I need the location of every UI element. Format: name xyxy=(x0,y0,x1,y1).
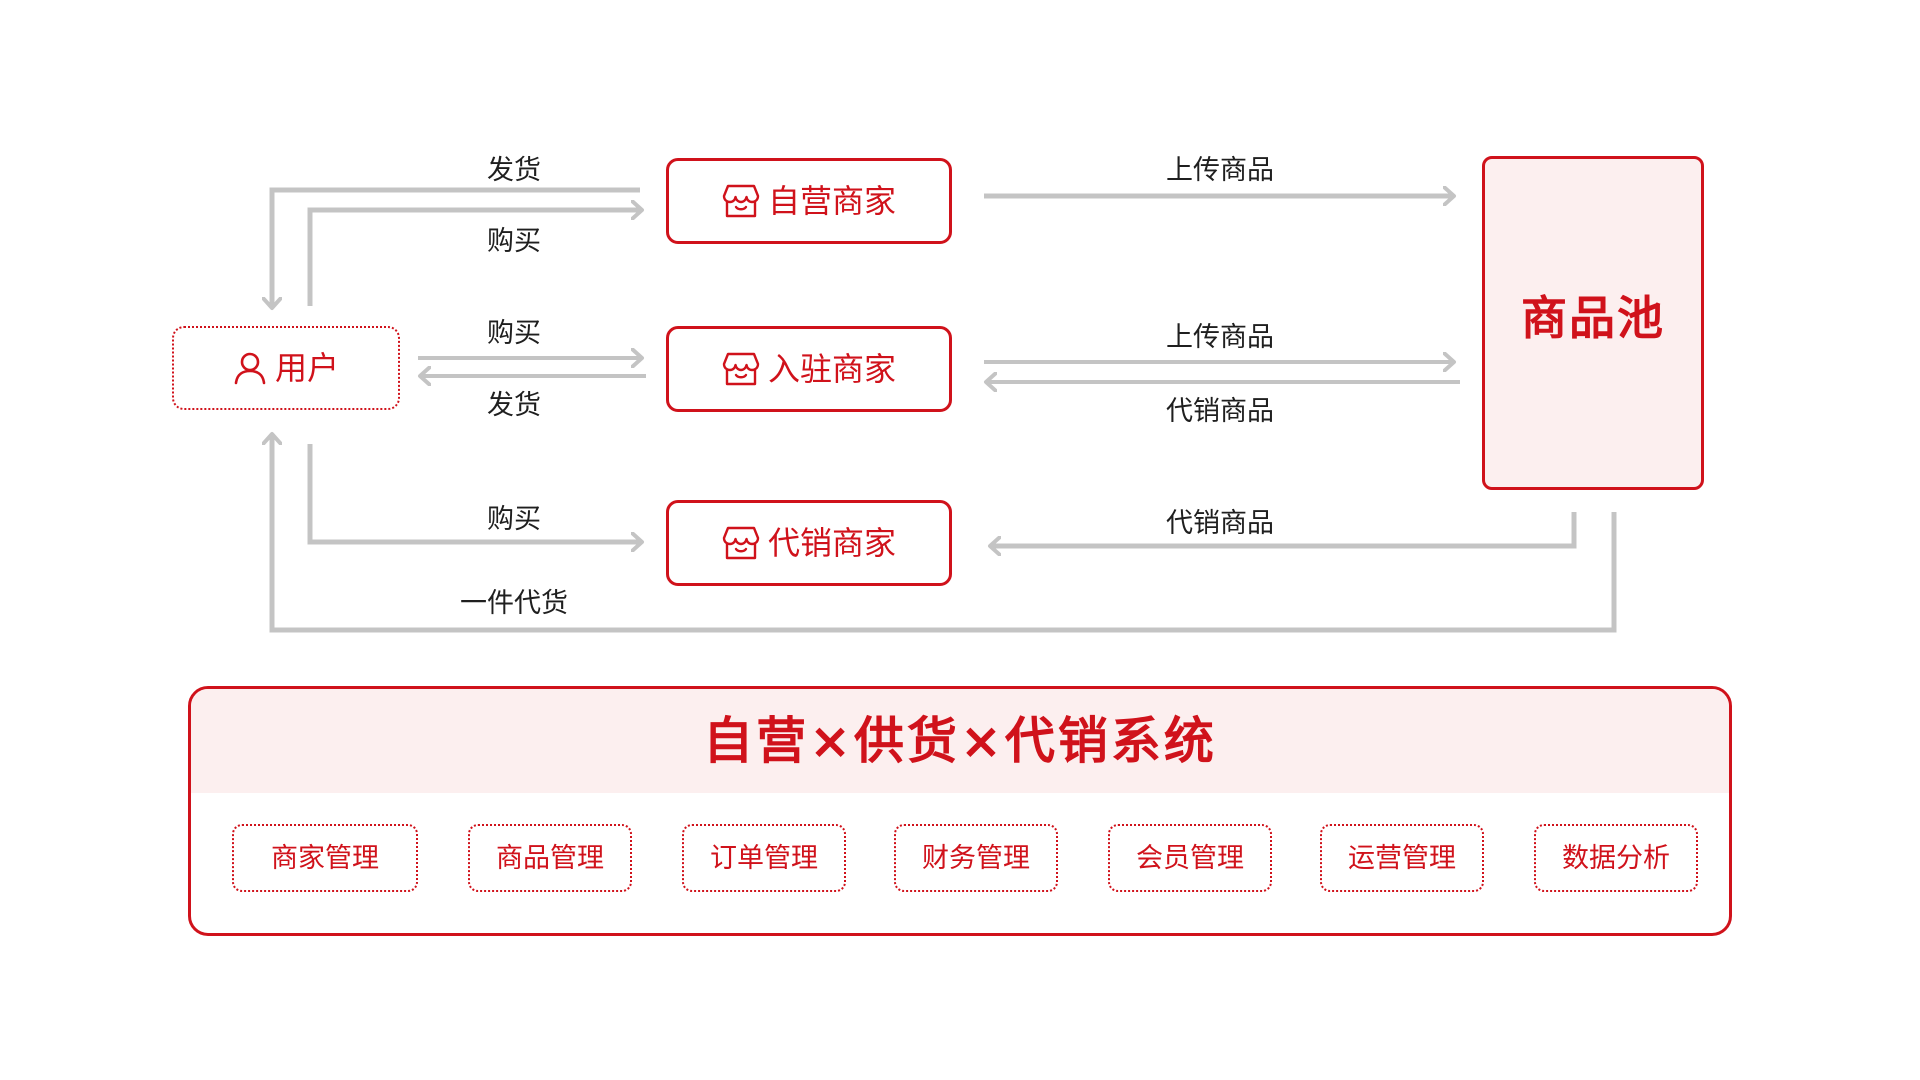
label-consign-bottom: 代销商品 xyxy=(1166,508,1274,539)
label-ship-middle: 发货 xyxy=(487,390,541,421)
product-pool-node: 商品池 xyxy=(1482,156,1704,490)
arrow-dropship-pool-to-user xyxy=(272,434,1617,633)
module-label: 商品管理 xyxy=(496,842,604,874)
module-label: 运营管理 xyxy=(1348,842,1456,874)
store-icon xyxy=(722,183,760,219)
user-node: 用户 xyxy=(172,326,400,410)
module-data-analysis: 数据分析 xyxy=(1534,824,1698,892)
module-label: 数据分析 xyxy=(1562,842,1670,874)
settled-merchant-label: 入驻商家 xyxy=(767,350,896,388)
module-operations-management: 运营管理 xyxy=(1320,824,1484,892)
self-operated-merchant-node: 自营商家 xyxy=(666,158,952,244)
settled-merchant-node: 入驻商家 xyxy=(666,326,952,412)
label-buy-middle: 购买 xyxy=(487,318,541,349)
system-header: 自营×供货×代销系统 xyxy=(191,689,1729,793)
module-label: 订单管理 xyxy=(710,842,818,874)
module-order-management: 订单管理 xyxy=(682,824,846,892)
self-operated-merchant-label: 自营商家 xyxy=(767,182,896,220)
label-ship-top: 发货 xyxy=(487,155,541,186)
arrow-ship-self-to-user xyxy=(272,187,640,308)
label-upload-top: 上传商品 xyxy=(1166,155,1274,186)
module-label: 财务管理 xyxy=(922,842,1030,874)
consignment-merchant-label: 代销商家 xyxy=(767,524,896,562)
system-title: 自营×供货×代销系统 xyxy=(703,712,1217,770)
label-buy-bottom: 购买 xyxy=(487,504,541,535)
label-dropship: 一件代货 xyxy=(460,588,568,619)
label-buy-top: 购买 xyxy=(487,226,541,257)
store-icon xyxy=(722,525,760,561)
user-label: 用户 xyxy=(274,349,339,387)
module-label: 会员管理 xyxy=(1136,842,1244,874)
store-icon xyxy=(722,351,760,387)
module-member-management: 会员管理 xyxy=(1108,824,1272,892)
product-pool-label: 商品池 xyxy=(1521,291,1665,345)
system-panel: 自营×供货×代销系统 xyxy=(188,686,1732,936)
user-icon xyxy=(233,351,267,385)
consignment-merchant-node: 代销商家 xyxy=(666,500,952,586)
module-label: 商家管理 xyxy=(271,842,379,874)
arrow-buy-user-to-consign xyxy=(307,444,642,542)
module-merchant-management: 商家管理 xyxy=(232,824,418,892)
label-upload-middle: 上传商品 xyxy=(1166,322,1274,353)
label-consign-middle: 代销商品 xyxy=(1166,396,1274,427)
module-finance-management: 财务管理 xyxy=(894,824,1058,892)
arrow-consign-pool-to-consign xyxy=(990,512,1577,546)
module-product-management: 商品管理 xyxy=(468,824,632,892)
arrow-buy-user-to-self xyxy=(307,210,642,306)
